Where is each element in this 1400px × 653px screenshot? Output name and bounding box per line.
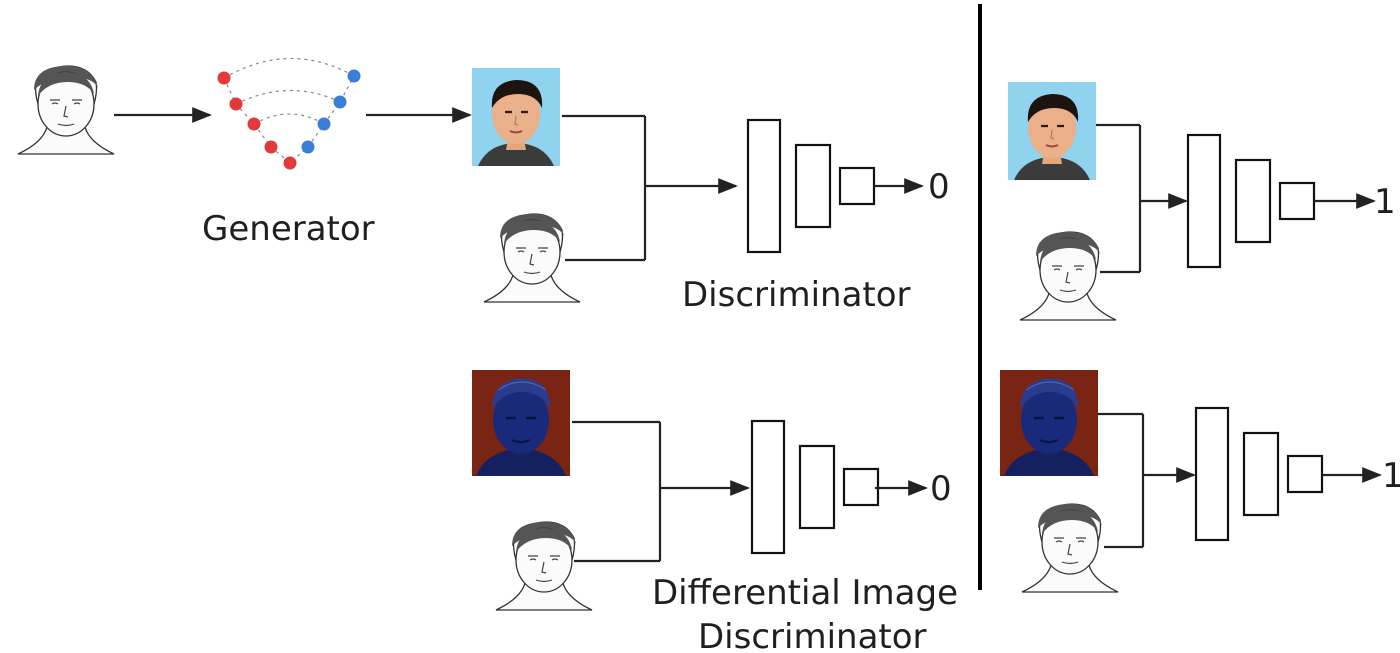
generated-photo-icon <box>470 66 562 168</box>
generator-network-icon <box>217 57 361 170</box>
diff-discriminator-output: 0 <box>930 469 952 509</box>
generator-label: Generator <box>202 209 375 249</box>
real-photo-icon <box>1006 80 1098 182</box>
diff-discriminator-network <box>750 419 880 555</box>
real-diff-discriminator-output: 1 <box>1382 456 1400 496</box>
diff-discriminator-label-line1: Differential Image <box>652 573 958 613</box>
sketch-face-icon <box>1019 231 1117 321</box>
discriminator-output: 0 <box>928 167 950 207</box>
input-sketch-icon <box>17 65 115 155</box>
real-diff-connector <box>1098 412 1196 549</box>
real-discriminator-output: 1 <box>1374 182 1396 222</box>
real-diff-discriminator-network <box>1194 406 1324 542</box>
sketch-face-icon <box>495 521 593 611</box>
discriminator-connector <box>562 114 738 262</box>
sketch-face-icon <box>1021 503 1119 593</box>
diff-discriminator-connector <box>572 420 750 563</box>
sketch-face-icon <box>483 213 581 303</box>
discriminator-label: Discriminator <box>682 275 911 315</box>
discriminator-network <box>746 118 876 254</box>
diff-discriminator-label-line2: Discriminator <box>698 617 927 653</box>
real-discriminator-connector <box>1096 123 1188 274</box>
real-discriminator-network <box>1186 133 1316 269</box>
differential-image-icon <box>470 368 572 478</box>
real-differential-image-icon <box>998 368 1100 478</box>
